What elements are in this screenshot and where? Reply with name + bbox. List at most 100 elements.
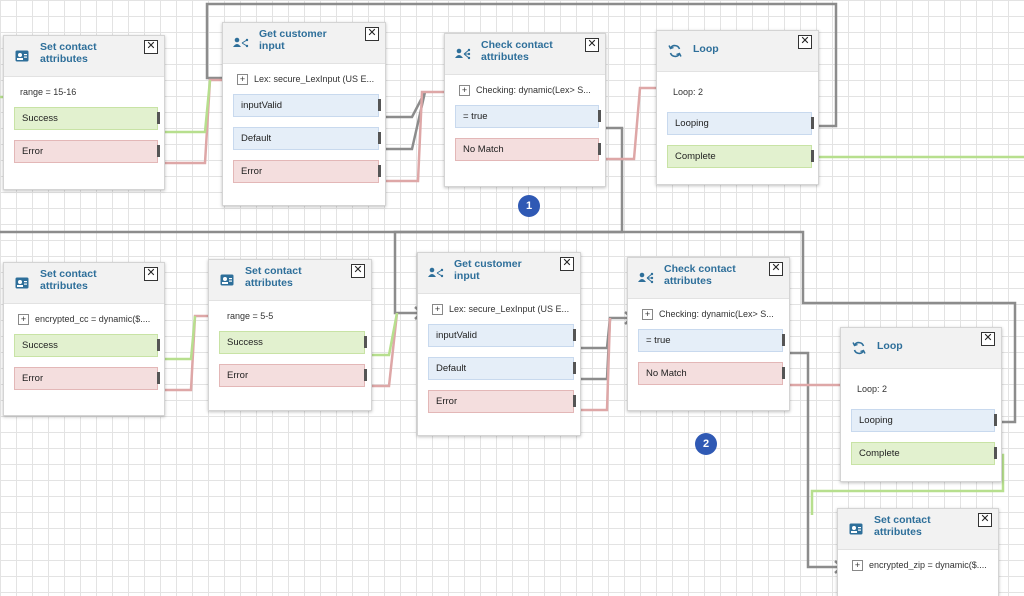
- branch-port[interactable]: [378, 165, 381, 177]
- block-parameter: + Lex: secure_LexInput (US E...: [223, 64, 385, 94]
- connector-default: [622, 230, 1017, 424]
- close-button[interactable]: ✕: [981, 332, 995, 346]
- block-parameter: + Lex: secure_LexInput (US E...: [418, 294, 580, 324]
- branch-port[interactable]: [782, 334, 785, 346]
- branch-port[interactable]: [364, 336, 367, 348]
- block-parameter: + Checking: dynamic(Lex> S...: [445, 75, 605, 105]
- contact-card-icon: [14, 48, 30, 64]
- connector-success: [367, 312, 399, 357]
- expand-plus-icon[interactable]: +: [852, 559, 863, 571]
- block-loop[interactable]: Loop ✕ Loop: 2 Looping Complete: [840, 327, 1002, 482]
- branch-equals-true[interactable]: = true: [638, 329, 785, 352]
- branch-port[interactable]: [811, 150, 814, 162]
- branch-success[interactable]: Success: [14, 107, 160, 130]
- connector-default: [380, 91, 427, 151]
- branch-complete[interactable]: Complete: [667, 145, 814, 168]
- branch-error[interactable]: Error: [428, 390, 576, 413]
- branch-no-match[interactable]: No Match: [638, 362, 785, 385]
- contact-card-icon: [848, 521, 864, 537]
- connector-default: [575, 316, 632, 350]
- contact-card-icon: [14, 275, 30, 291]
- branch-error[interactable]: Error: [14, 367, 160, 390]
- branch-port[interactable]: [573, 362, 576, 374]
- branch-port[interactable]: [598, 110, 601, 122]
- branch-port[interactable]: [157, 339, 160, 351]
- step-marker: 2: [695, 433, 717, 455]
- branch-port[interactable]: [994, 447, 997, 459]
- expand-plus-icon[interactable]: +: [18, 313, 29, 325]
- branch-port[interactable]: [811, 117, 814, 129]
- close-button[interactable]: ✕: [560, 257, 574, 271]
- branch-port[interactable]: [157, 372, 160, 384]
- branch-port[interactable]: [994, 414, 997, 426]
- close-button[interactable]: ✕: [144, 267, 158, 281]
- branch-success[interactable]: Success: [219, 331, 367, 354]
- branch-equals-true[interactable]: = true: [455, 105, 601, 128]
- close-button[interactable]: ✕: [365, 27, 379, 41]
- branch-error[interactable]: Error: [219, 364, 367, 387]
- expand-plus-icon[interactable]: +: [459, 84, 470, 96]
- branch-complete[interactable]: Complete: [851, 442, 997, 465]
- branch-looping[interactable]: Looping: [667, 112, 814, 135]
- branch-input-valid[interactable]: inputValid: [233, 94, 381, 117]
- branch-port[interactable]: [573, 395, 576, 407]
- block-parameter: + Checking: dynamic(Lex> S...: [628, 299, 789, 329]
- branch-default[interactable]: Default: [428, 357, 576, 380]
- block-loop[interactable]: Loop ✕ Loop: 2 Looping Complete: [656, 30, 819, 185]
- close-button[interactable]: ✕: [351, 264, 365, 278]
- block-header: Loop ✕: [841, 328, 1001, 369]
- branch-no-match[interactable]: No Match: [455, 138, 601, 161]
- branch-error[interactable]: Error: [233, 160, 381, 183]
- connector-error: [575, 317, 612, 412]
- branch-looping[interactable]: Looping: [851, 409, 997, 432]
- branch-port[interactable]: [378, 99, 381, 111]
- branch-success[interactable]: Success: [14, 334, 160, 357]
- block-header: Loop ✕: [657, 31, 818, 72]
- expand-plus-icon[interactable]: +: [642, 308, 653, 320]
- close-button[interactable]: ✕: [144, 40, 158, 54]
- block-parameter: range = 5-5: [227, 311, 274, 321]
- loop-icon: [667, 43, 683, 59]
- branch-port[interactable]: [573, 329, 576, 341]
- step-marker: 1: [518, 195, 540, 217]
- connector-error: [160, 78, 231, 165]
- expand-plus-icon[interactable]: +: [432, 303, 443, 315]
- branch-port[interactable]: [378, 132, 381, 144]
- block-parameter: Loop: 2: [857, 384, 888, 394]
- close-button[interactable]: ✕: [769, 262, 783, 276]
- close-button[interactable]: ✕: [585, 38, 599, 52]
- block-title: Loop: [693, 43, 719, 55]
- branch-input-valid[interactable]: inputValid: [428, 324, 576, 347]
- branch-port[interactable]: [157, 112, 160, 124]
- people-branch-icon: [428, 265, 444, 281]
- branch-error[interactable]: Error: [14, 140, 160, 163]
- branch-default[interactable]: Default: [233, 127, 381, 150]
- branch-port[interactable]: [782, 367, 785, 379]
- connector-success: [160, 79, 212, 134]
- connector-error: [600, 86, 664, 161]
- connector-default: [0, 126, 624, 234]
- close-button[interactable]: ✕: [978, 513, 992, 527]
- branch-port[interactable]: [598, 143, 601, 155]
- branch-port[interactable]: [364, 369, 367, 381]
- block-parameter: + encrypted_cc = dynamic($....: [4, 304, 164, 334]
- expand-plus-icon[interactable]: +: [237, 73, 248, 85]
- branch-port[interactable]: [157, 145, 160, 157]
- close-button[interactable]: ✕: [798, 35, 812, 49]
